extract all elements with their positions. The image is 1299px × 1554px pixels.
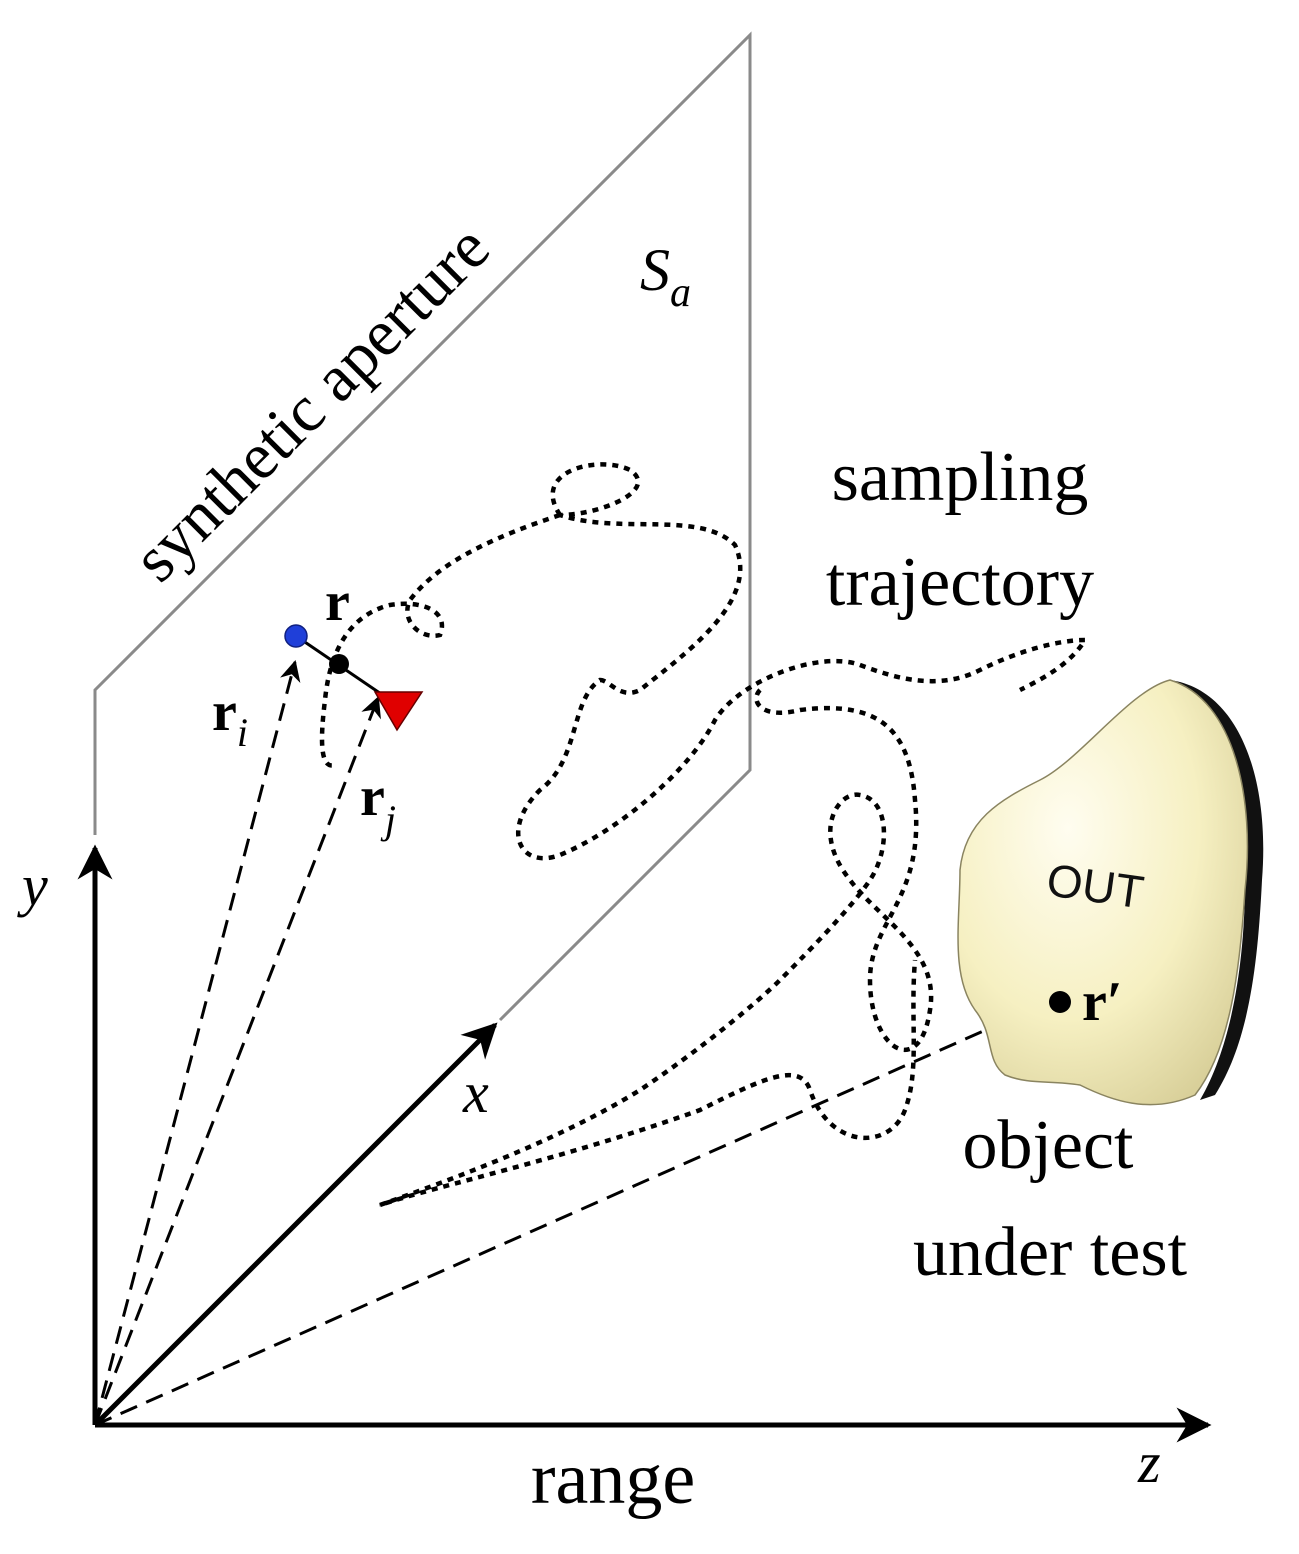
sampling-trajectory-loop-left	[319, 512, 561, 768]
synthetic-aperture-label: synthetic aperture	[119, 211, 504, 596]
z-axis-label: z	[1137, 1430, 1161, 1495]
black-point-r	[329, 654, 349, 674]
aperture-plane-outline	[93, 31, 752, 1022]
object-body	[957, 679, 1249, 1106]
r-prime-label: r′	[1082, 971, 1123, 1033]
r-label: r	[325, 571, 350, 633]
under-test-label: under test	[913, 1214, 1188, 1291]
blue-point-ri	[284, 624, 308, 648]
vector-r-prime	[94, 1003, 1044, 1427]
object-label: object	[962, 1107, 1134, 1184]
ri-label: ri	[212, 681, 248, 755]
x-axis-line	[93, 1022, 498, 1427]
range-label: range	[531, 1438, 695, 1520]
rj-label: rj	[360, 766, 396, 842]
trajectory-label: trajectory	[826, 544, 1094, 621]
red-marker-rj	[373, 691, 424, 732]
y-axis-label: y	[17, 853, 48, 918]
vector-ri	[93, 659, 301, 1426]
sampling-trajectory-lower	[379, 688, 934, 1208]
x-axis-label: x	[462, 1060, 489, 1125]
sampling-trajectory-upper	[515, 462, 1089, 861]
vector-rj	[93, 696, 381, 1426]
sa-label: Sa	[640, 237, 691, 316]
sampling-label: sampling	[832, 439, 1089, 516]
object-point-r-prime	[1049, 991, 1071, 1013]
